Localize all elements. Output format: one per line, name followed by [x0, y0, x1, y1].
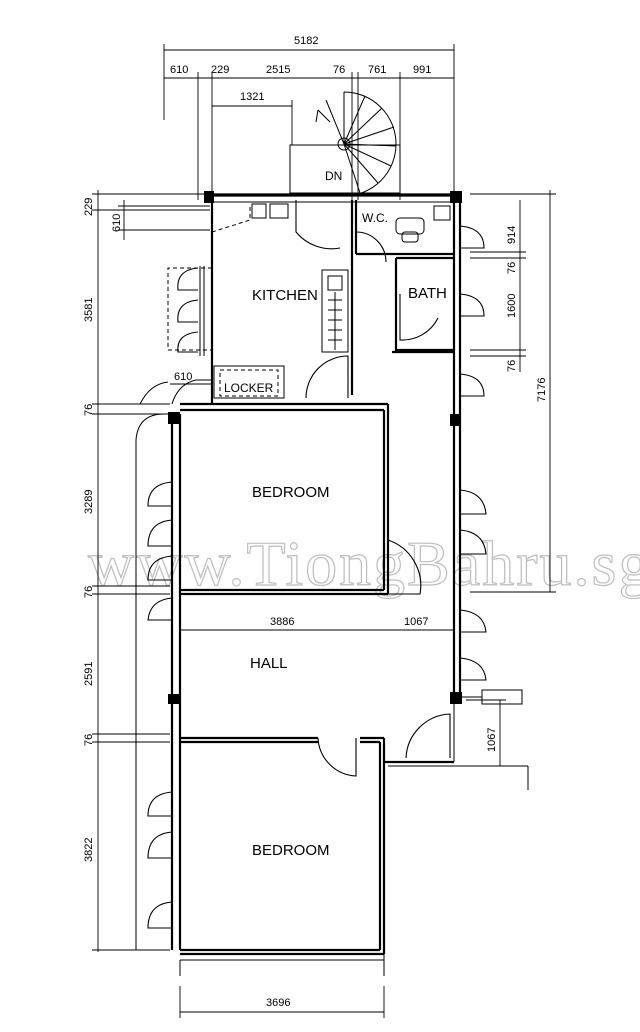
dim-left-610: 610: [111, 214, 123, 232]
bedroom-upper-door: [387, 539, 422, 595]
left-windows: [135, 266, 205, 950]
bottom-dimension: 3696: [179, 986, 385, 1018]
column-top-left: [204, 191, 214, 203]
wc-fixtures: [355, 205, 451, 341]
dim-top-761: 761: [368, 64, 386, 76]
dim-left-229: 229: [83, 198, 95, 216]
room-doors: [317, 539, 451, 777]
room-label-bedroom-lower: BEDROOM: [252, 842, 330, 859]
dim-top-76: 76: [333, 64, 345, 76]
dim-left-2591: 2591: [83, 662, 95, 686]
room-label-wc: W.C.: [362, 211, 388, 225]
dim-right-914: 914: [506, 226, 518, 244]
bedroom-lower-door: [317, 737, 357, 777]
dim-left-3289: 3289: [83, 490, 95, 514]
dim-locker-610: 610: [174, 371, 192, 383]
room-label-bath: BATH: [408, 285, 447, 302]
dim-left-76c: 76: [83, 734, 95, 746]
dim-top-total: 5182: [294, 35, 318, 47]
stair-door: [295, 200, 341, 250]
room-label-locker: LOCKER: [224, 381, 274, 395]
column-left-2: [168, 694, 180, 704]
column-left-1: [168, 412, 180, 424]
dim-right-76a: 76: [506, 262, 518, 274]
stair-dn-label: DN: [325, 169, 342, 183]
dim-hall-3886: 3886: [270, 616, 294, 628]
walls: [139, 191, 529, 976]
hall-dimensions: 3886 1067: [270, 616, 450, 631]
dim-top-1321: 1321: [240, 91, 264, 103]
left-dimensions: 229 610 3581 76 3289 76 2591 76 3822: [83, 190, 210, 952]
dim-bottom-3696: 3696: [266, 997, 290, 1009]
dim-left-3822: 3822: [83, 838, 95, 862]
entry-door: [405, 713, 451, 759]
room-label-hall: HALL: [250, 655, 288, 672]
column-right-1: [450, 414, 460, 426]
room-label-kitchen: KITCHEN: [252, 287, 318, 304]
dim-left-76b: 76: [83, 586, 95, 598]
spiral-staircase: DN: [289, 91, 401, 197]
dim-right-1600: 1600: [506, 294, 518, 318]
dim-top-610: 610: [170, 64, 188, 76]
room-label-bedroom-upper: BEDROOM: [252, 484, 330, 501]
dim-hall-1067: 1067: [404, 616, 428, 628]
dim-left-76a: 76: [83, 404, 95, 416]
locker: [213, 365, 285, 399]
dim-entry-1067: 1067: [486, 728, 498, 752]
dim-left-3581: 3581: [83, 298, 95, 322]
column-top-right: [450, 191, 462, 203]
toilet: [395, 217, 425, 235]
column-right-2: [450, 692, 462, 704]
watermark: www.TiongBahru.sg: [88, 528, 640, 599]
dim-top-991: 991: [413, 64, 431, 76]
dim-top-229: 229: [211, 64, 229, 76]
right-dimensions: 7176 914 76 1600 76 1067: [466, 190, 556, 767]
kitchen-fixtures: 610: [170, 203, 349, 399]
top-dimensions: 5182 610 229 2515 76 761 991 1321: [163, 35, 455, 200]
dim-right-76b: 76: [506, 360, 518, 372]
kitchen-stove: [321, 269, 349, 353]
dim-right-7176: 7176: [536, 378, 548, 402]
right-windows: [459, 225, 487, 681]
dim-top-2515: 2515: [266, 64, 290, 76]
